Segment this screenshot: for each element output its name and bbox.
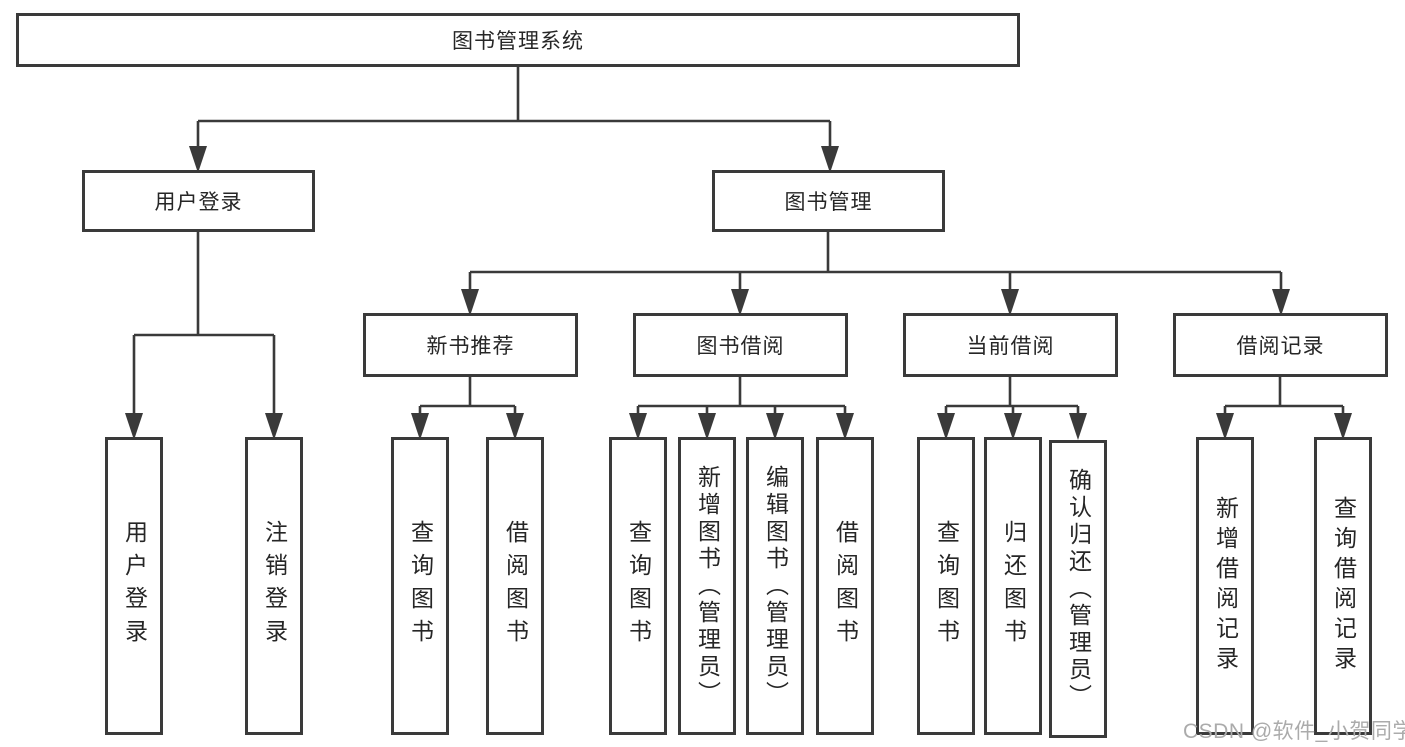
node-current-borrow: 当前借阅 — [903, 313, 1118, 377]
arrowhead — [1216, 413, 1234, 440]
leaf-cb-return-book-label: 归还图书 — [1000, 520, 1027, 652]
leaf-bb-edit-book-admin: 编辑图书（管理员） — [746, 437, 804, 735]
leaf-br-query-record: 查询借阅记录 — [1314, 437, 1372, 735]
arrowhead — [731, 289, 749, 316]
leaf-cb-query-book-label: 查询图书 — [933, 520, 960, 652]
node-borrow-records-label: 借阅记录 — [1236, 335, 1325, 358]
arrowhead — [411, 413, 429, 440]
arrowhead — [629, 413, 647, 440]
leaf-nb-borrow-book: 借阅图书 — [486, 437, 544, 735]
node-new-book-recommend: 新书推荐 — [363, 313, 578, 377]
leaf-bb-query-book-label: 查询图书 — [625, 520, 652, 652]
node-book-borrow: 图书借阅 — [633, 313, 848, 377]
node-book-management-label: 图书管理 — [784, 191, 873, 214]
connector-newbook-to-leaves — [418, 377, 517, 435]
node-root: 图书管理系统 — [16, 13, 1020, 67]
csdn-watermark: CSDN @软件_小贺同学 — [1183, 720, 1405, 743]
arrowhead — [836, 413, 854, 440]
arrowhead — [189, 146, 207, 173]
leaf-nb-query-book-label: 查询图书 — [407, 520, 434, 652]
connector-bookmgmt-to-level3 — [468, 232, 1283, 311]
node-book-management: 图书管理 — [712, 170, 945, 232]
arrowhead — [1334, 413, 1352, 440]
leaf-br-add-record-label: 新增借阅记录 — [1212, 496, 1239, 676]
node-user-login-label: 用户登录 — [154, 191, 243, 214]
connector-records-to-leaves — [1223, 377, 1345, 435]
arrowhead — [125, 413, 143, 440]
node-new-book-recommend-label: 新书推荐 — [426, 335, 515, 358]
node-root-label: 图书管理系统 — [452, 30, 584, 53]
leaf-cb-return-book: 归还图书 — [984, 437, 1042, 735]
node-current-borrow-label: 当前借阅 — [966, 335, 1055, 358]
node-book-borrow-label: 图书借阅 — [696, 335, 785, 358]
leaf-bb-add-book-admin: 新增图书（管理员） — [678, 437, 736, 735]
connector-root-to-level2 — [196, 67, 832, 168]
arrowhead — [821, 146, 839, 173]
connector-borrow-to-leaves — [636, 377, 847, 435]
leaf-br-add-record: 新增借阅记录 — [1196, 437, 1254, 735]
node-borrow-records: 借阅记录 — [1173, 313, 1388, 377]
arrowhead — [1069, 413, 1087, 440]
arrowhead — [698, 413, 716, 440]
arrowhead — [1272, 289, 1290, 316]
leaf-bb-borrow-book-label: 借阅图书 — [832, 520, 859, 652]
leaf-logout-label: 注销登录 — [261, 520, 288, 652]
arrowhead — [461, 289, 479, 316]
arrowhead — [937, 413, 955, 440]
leaf-bb-query-book: 查询图书 — [609, 437, 667, 735]
leaf-nb-borrow-book-label: 借阅图书 — [502, 520, 529, 652]
leaf-user-login-label: 用户登录 — [121, 520, 148, 652]
connector-userlogin-to-leaves — [132, 232, 276, 435]
leaf-nb-query-book: 查询图书 — [391, 437, 449, 735]
leaf-logout: 注销登录 — [245, 437, 303, 735]
leaf-cb-query-book: 查询图书 — [917, 437, 975, 735]
arrowhead — [265, 413, 283, 440]
leaf-bb-borrow-book: 借阅图书 — [816, 437, 874, 735]
leaf-br-query-record-label: 查询借阅记录 — [1330, 496, 1357, 676]
arrowhead — [506, 413, 524, 440]
arrowhead — [1004, 413, 1022, 440]
node-user-login: 用户登录 — [82, 170, 315, 232]
leaf-cb-confirm-return-admin-label: 确认归还（管理员） — [1065, 467, 1092, 711]
arrowhead — [766, 413, 784, 440]
leaf-cb-confirm-return-admin: 确认归还（管理员） — [1049, 440, 1107, 738]
leaf-bb-edit-book-admin-label: 编辑图书（管理员） — [762, 464, 789, 708]
leaf-user-login: 用户登录 — [105, 437, 163, 735]
arrowhead — [1001, 289, 1019, 316]
leaf-bb-add-book-admin-label: 新增图书（管理员） — [694, 464, 721, 708]
